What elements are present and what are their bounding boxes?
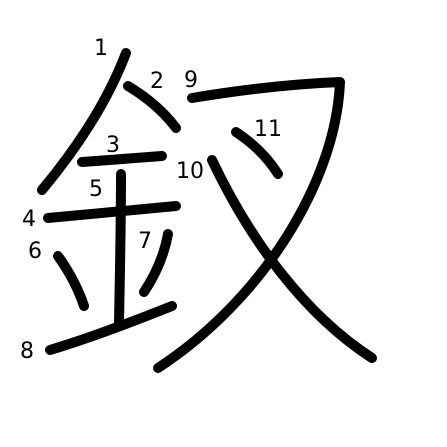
stroke-number-9: 9 <box>184 68 198 93</box>
stroke-number-1: 1 <box>94 36 108 61</box>
stroke-number-2: 2 <box>150 69 164 94</box>
stroke-6 <box>53 251 89 311</box>
stroke-number-8: 8 <box>20 339 34 364</box>
stroke-4 <box>43 201 181 223</box>
stroke-number-7: 7 <box>138 229 152 254</box>
stroke-7 <box>139 229 173 297</box>
stroke-number-10: 10 <box>176 159 204 184</box>
stroke-8 <box>45 301 177 355</box>
stroke-9 <box>153 77 345 373</box>
stroke-number-5: 5 <box>89 177 103 202</box>
stroke-11 <box>231 127 283 179</box>
stroke-number-11: 11 <box>254 117 282 142</box>
stroke-1 <box>37 48 131 195</box>
stroke-3 <box>77 151 167 167</box>
stroke-2 <box>123 81 181 133</box>
stroke-number-3: 3 <box>106 133 120 158</box>
stroke-number-6: 6 <box>28 239 42 264</box>
stroke-10 <box>207 155 377 363</box>
stroke-5 <box>114 169 126 327</box>
stroke-number-4: 4 <box>22 207 36 232</box>
